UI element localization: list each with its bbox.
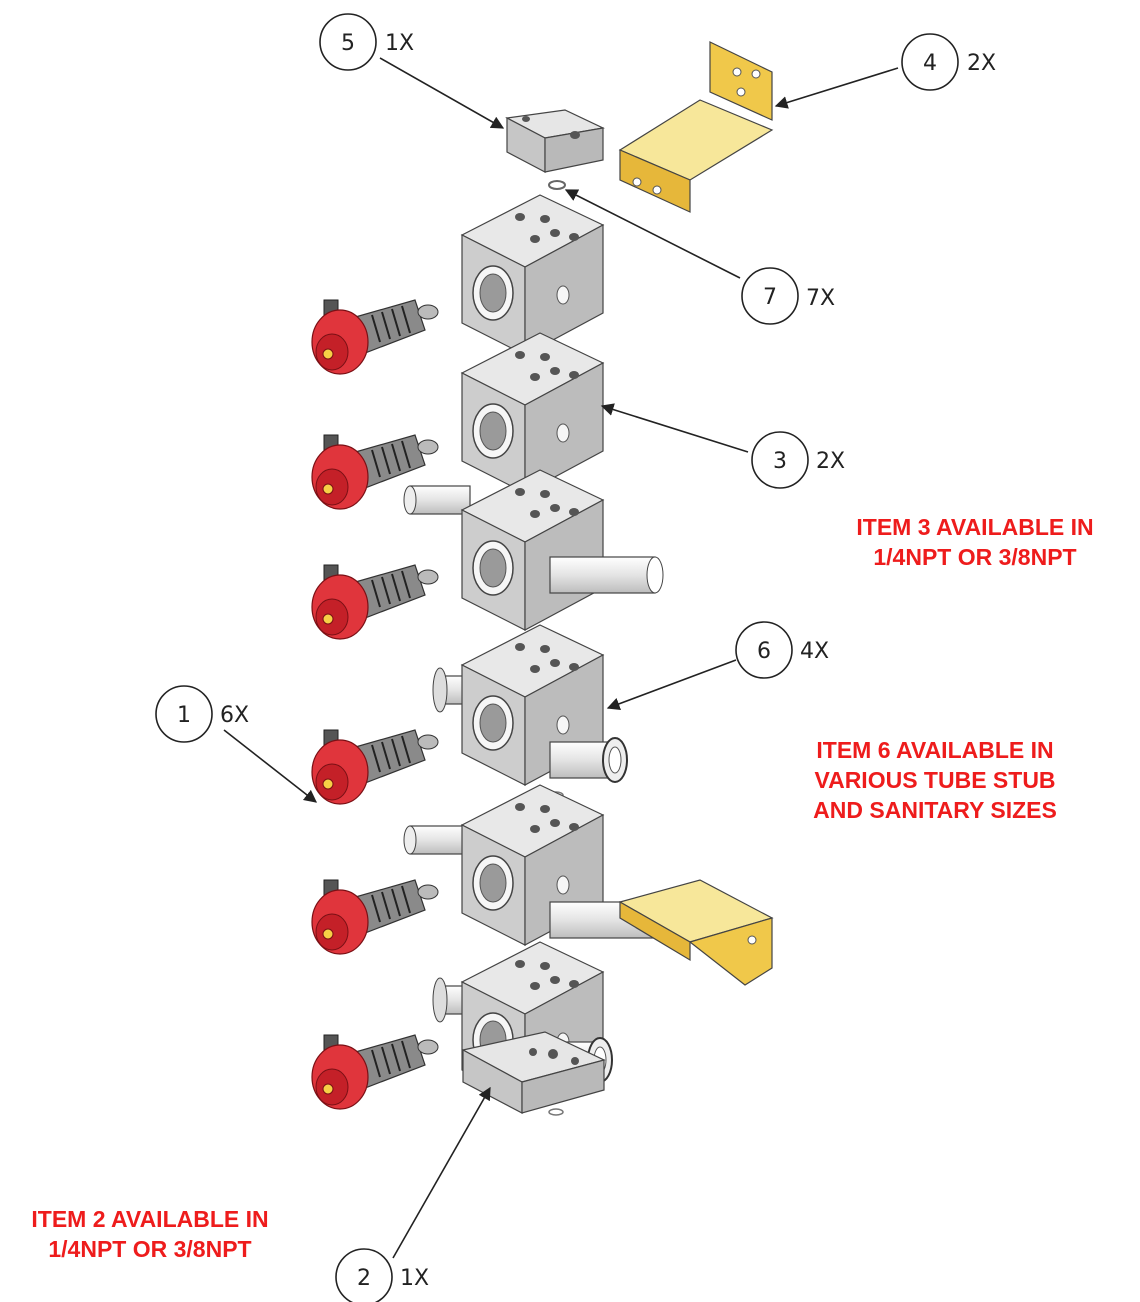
callout-number: 5	[341, 31, 355, 56]
balloon-circle	[735, 621, 793, 679]
callout-quantity: 6X	[220, 703, 249, 728]
balloon-circle	[155, 685, 213, 743]
balloon-callouts: 5 1X 4 2X 7 7X 3 2X 6 4X 1 6X 2 1X	[155, 13, 996, 1302]
note-item-6-line-3: AND SANITARY SIZES	[813, 797, 1057, 823]
callout-number: 6	[757, 639, 771, 664]
balloon-circle	[901, 33, 959, 91]
balloon-circle	[751, 431, 809, 489]
note-item-6-line-1: ITEM 6 AVAILABLE IN	[816, 737, 1054, 763]
part-2-base-plate	[461, 1031, 606, 1114]
part-4-bracket-lower	[618, 879, 774, 986]
sanitary-flange	[432, 977, 448, 1023]
callout-number: 7	[763, 285, 777, 310]
manifold-block	[460, 194, 605, 369]
note-item-6: ITEM 6 AVAILABLE IN VARIOUS TUBE STUB AN…	[770, 735, 1100, 825]
valve-assembly	[311, 434, 439, 510]
callout-balloon-4: 4 2X	[901, 33, 996, 91]
callout-quantity: 4X	[800, 639, 829, 664]
note-item-3-line-2: 1/4NPT OR 3/8NPT	[873, 544, 1077, 570]
callout-balloon-2: 2 1X	[335, 1248, 429, 1302]
balloon-circle	[319, 13, 377, 71]
callout-number: 2	[357, 1266, 371, 1291]
callout-number: 3	[773, 449, 787, 474]
balloon-circle	[741, 267, 799, 325]
part-5-cap-block	[505, 109, 605, 190]
callout-balloon-1: 1 6X	[155, 685, 249, 743]
manifold-block	[460, 332, 605, 507]
tube-stub	[409, 825, 471, 855]
manifold-block-stack	[403, 194, 669, 1116]
manifold-block	[432, 624, 628, 799]
sanitary-flange	[432, 667, 448, 713]
balloon-circle	[335, 1248, 393, 1302]
callout-balloon-5: 5 1X	[319, 13, 414, 71]
callout-balloon-3: 3 2X	[751, 431, 845, 489]
note-item-3-line-1: ITEM 3 AVAILABLE IN	[856, 514, 1094, 540]
callout-quantity: 2X	[816, 449, 845, 474]
callout-number: 4	[923, 51, 937, 76]
o-ring	[548, 1108, 564, 1116]
note-item-3: ITEM 3 AVAILABLE IN 1/4NPT OR 3/8NPT	[815, 512, 1135, 572]
callout-quantity: 1X	[400, 1266, 429, 1291]
tube-stub	[409, 485, 471, 515]
valve-assembly	[311, 564, 439, 640]
valve-assembly	[311, 1034, 439, 1110]
note-item-6-line-2: VARIOUS TUBE STUB	[814, 767, 1056, 793]
callout-quantity: 7X	[806, 286, 835, 311]
note-item-2: ITEM 2 AVAILABLE IN 1/4NPT OR 3/8NPT	[0, 1204, 300, 1264]
callout-number: 1	[177, 703, 191, 728]
valve-column	[311, 299, 439, 1110]
manifold-block	[403, 469, 664, 644]
part-4-bracket-top	[618, 41, 774, 213]
valve-assembly	[311, 879, 439, 955]
valve-assembly	[311, 299, 439, 375]
valve-assembly	[311, 729, 439, 805]
manifold-block	[403, 784, 669, 959]
o-ring-top	[548, 180, 566, 190]
callout-quantity: 1X	[385, 31, 414, 56]
tube-stub	[549, 556, 656, 594]
callout-balloon-6: 6 4X	[735, 621, 829, 679]
note-item-2-line-1: ITEM 2 AVAILABLE IN	[31, 1206, 269, 1232]
callout-balloon-7: 7 7X	[741, 267, 835, 325]
callout-quantity: 2X	[967, 51, 996, 76]
note-item-2-line-2: 1/4NPT OR 3/8NPT	[48, 1236, 252, 1262]
leader-lines	[223, 57, 899, 1259]
